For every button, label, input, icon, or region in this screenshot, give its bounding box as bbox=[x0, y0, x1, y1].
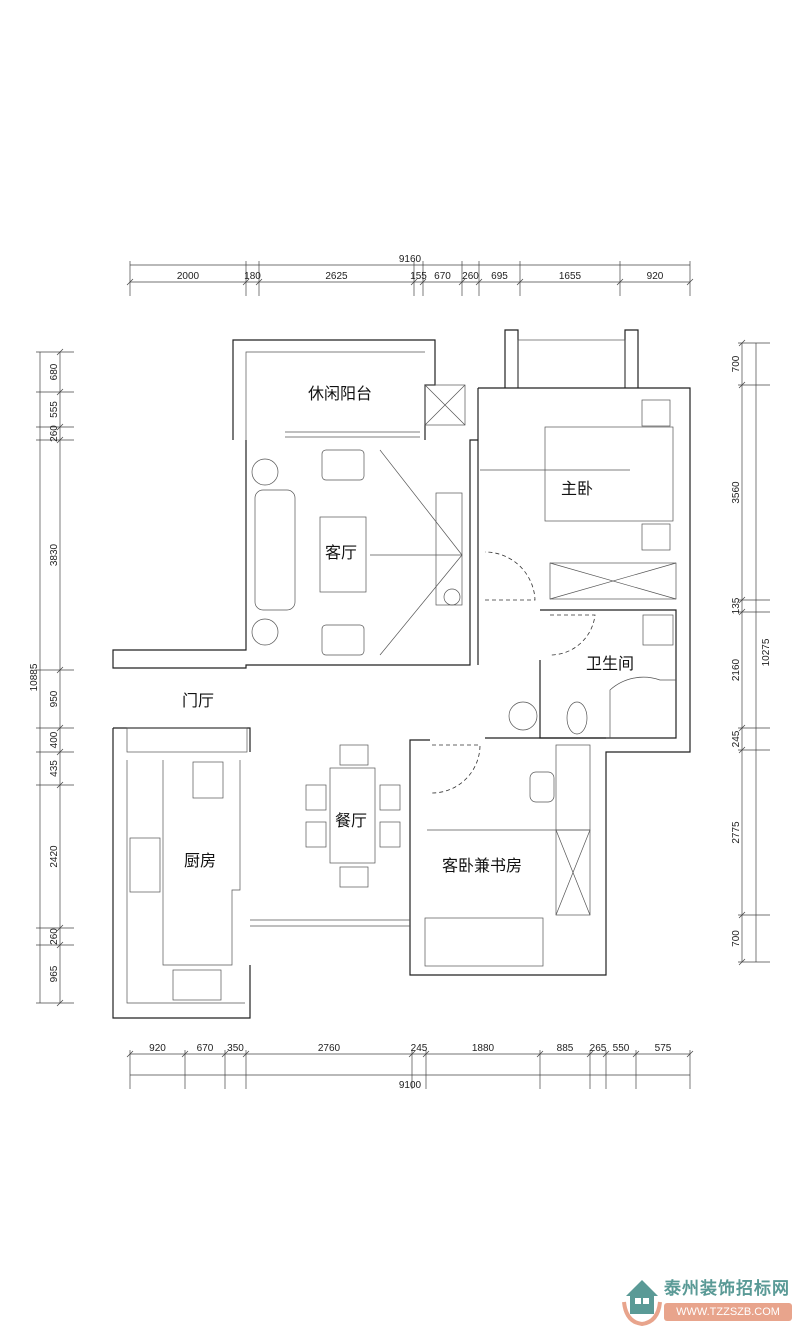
dimension-label: 435 bbox=[49, 760, 60, 777]
dimension-label: 260 bbox=[49, 425, 60, 442]
dimension-label: 555 bbox=[49, 401, 60, 418]
dimension-label: 135 bbox=[731, 597, 742, 614]
dimension-label: 670 bbox=[197, 1043, 214, 1054]
dimension-line bbox=[126, 278, 134, 286]
dimension-line bbox=[738, 911, 746, 919]
dimension-label: 155 bbox=[410, 271, 427, 282]
dimension-line bbox=[242, 1050, 250, 1058]
dimension-label: 920 bbox=[647, 271, 664, 282]
dimension-line bbox=[56, 941, 64, 949]
dimension-label: 575 bbox=[655, 1043, 672, 1054]
dimension-label: 3830 bbox=[49, 543, 60, 566]
dimension-label: 260 bbox=[462, 271, 479, 282]
dimension-total: 10885 bbox=[29, 663, 40, 691]
dimension-line bbox=[56, 423, 64, 431]
dimension-line bbox=[616, 278, 624, 286]
watermark-url: WWW.TZZSZB.COM bbox=[664, 1303, 792, 1321]
dimension-line bbox=[686, 1050, 694, 1058]
dimension-line bbox=[419, 278, 427, 286]
dimension-label: 920 bbox=[149, 1043, 166, 1054]
dimension-line bbox=[686, 278, 694, 286]
dimension-line bbox=[475, 278, 483, 286]
dimension-line bbox=[602, 1050, 610, 1058]
room-label-bathroom: 卫生间 bbox=[586, 654, 634, 673]
room-label-dining-room: 餐厅 bbox=[335, 811, 367, 830]
dimension-line bbox=[56, 348, 64, 356]
dimension-label: 680 bbox=[49, 363, 60, 380]
dimension-label: 350 bbox=[227, 1043, 244, 1054]
dimension-line bbox=[126, 1050, 134, 1058]
house-hands-icon bbox=[622, 1280, 662, 1327]
dimension-label: 260 bbox=[49, 928, 60, 945]
dimension-line bbox=[242, 278, 250, 286]
dimension-total: 9100 bbox=[399, 1080, 422, 1091]
dimension-label: 245 bbox=[411, 1043, 428, 1054]
dimension-line bbox=[738, 958, 746, 966]
dimension-total: 10275 bbox=[761, 638, 772, 666]
dimension-line bbox=[408, 1050, 416, 1058]
dimension-line bbox=[56, 388, 64, 396]
dimension-line bbox=[738, 339, 746, 347]
dimension-total: 9160 bbox=[399, 254, 422, 265]
dimension-label: 2625 bbox=[325, 271, 348, 282]
dimension-line bbox=[56, 999, 64, 1007]
watermark-title: 泰州装饰招标网 bbox=[664, 1279, 790, 1299]
dimension-label: 550 bbox=[613, 1043, 630, 1054]
dimension-label: 1880 bbox=[472, 1043, 495, 1054]
dimension-line bbox=[181, 1050, 189, 1058]
dimension-label: 695 bbox=[491, 271, 508, 282]
room-label-master-bedroom: 主卧 bbox=[561, 479, 593, 498]
dimension-line bbox=[56, 781, 64, 789]
dimension-label: 400 bbox=[49, 731, 60, 748]
dimension-line bbox=[738, 746, 746, 754]
dimension-label: 245 bbox=[731, 730, 742, 747]
dimension-line bbox=[516, 278, 524, 286]
dimension-label: 2775 bbox=[731, 821, 742, 844]
dimension-label: 885 bbox=[557, 1043, 574, 1054]
dimension-line bbox=[458, 278, 466, 286]
room-label-guest-study: 客卧兼书房 bbox=[442, 856, 522, 875]
room-label-leisure-balcony: 休闲阳台 bbox=[308, 384, 372, 403]
dimension-label: 180 bbox=[244, 271, 261, 282]
dimension-label: 2420 bbox=[49, 845, 60, 868]
dimension-line bbox=[738, 596, 746, 604]
dimension-line bbox=[738, 724, 746, 732]
dimension-label: 965 bbox=[49, 965, 60, 982]
dimension-line bbox=[56, 924, 64, 932]
dimension-label: 2160 bbox=[731, 658, 742, 681]
dimension-line bbox=[536, 1050, 544, 1058]
room-label-kitchen: 厨房 bbox=[184, 851, 216, 870]
dimension-label: 265 bbox=[590, 1043, 607, 1054]
dimension-line bbox=[586, 1050, 594, 1058]
dimension-label: 950 bbox=[49, 690, 60, 707]
cabinet bbox=[424, 384, 466, 426]
watermark: 泰州装饰招标网 WWW.TZZSZB.COM bbox=[622, 1272, 798, 1330]
room-label-living-room: 客厅 bbox=[325, 543, 357, 562]
dimension-label: 700 bbox=[731, 355, 742, 372]
dimension-label: 700 bbox=[731, 930, 742, 947]
dimension-label: 670 bbox=[434, 271, 451, 282]
walls bbox=[112, 329, 691, 1019]
dimension-line bbox=[410, 278, 418, 286]
plant-icon bbox=[508, 701, 538, 731]
dimension-line bbox=[56, 724, 64, 732]
dimension-line bbox=[738, 608, 746, 616]
dimension-label: 2000 bbox=[177, 271, 200, 282]
dimension-line bbox=[422, 1050, 430, 1058]
dimension-line bbox=[632, 1050, 640, 1058]
dimension-line bbox=[221, 1050, 229, 1058]
dimension-line bbox=[56, 436, 64, 444]
dimension-line bbox=[56, 748, 64, 756]
dimension-label: 2760 bbox=[318, 1043, 341, 1054]
dimension-label: 1655 bbox=[559, 271, 582, 282]
room-label-foyer: 门厅 bbox=[182, 691, 214, 710]
dimension-line bbox=[56, 666, 64, 674]
dimension-lines: 2000 180 2625 155 670 260 695 1655 920 9160 920 670… bbox=[29, 254, 772, 1091]
dimension-line bbox=[255, 278, 263, 286]
dimension-line bbox=[738, 381, 746, 389]
dimension-label: 3560 bbox=[731, 481, 742, 504]
